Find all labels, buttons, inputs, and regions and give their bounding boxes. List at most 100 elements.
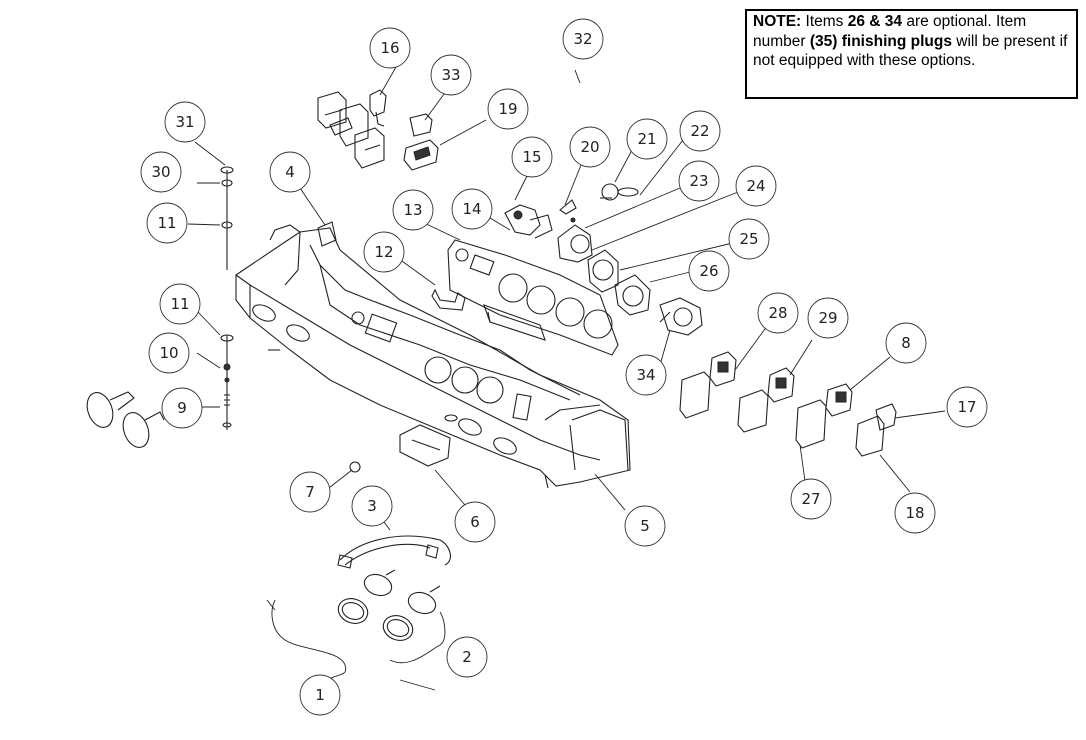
note-label: NOTE: [753,13,802,30]
callout-number: 7 [305,483,315,501]
callout-circle [140,151,182,193]
callout-circle [269,151,311,193]
callout-3: 3 [351,485,393,527]
callout-circle [625,354,667,396]
callout-7: 7 [289,471,331,513]
callout-number: 20 [580,138,599,156]
callout-circle [678,160,720,202]
lamp-assembly [337,461,451,641]
callout-number: 12 [374,243,393,261]
callout-23: 23 [678,160,720,202]
callout-circle [894,492,936,534]
callout-30: 30 [140,151,182,193]
note-box: NOTE: Items 26 & 34 are optional. Item n… [745,9,1078,99]
callout-17: 17 [946,386,988,428]
callout-number: 9 [177,399,187,417]
callout-9: 9 [161,387,203,429]
callout-8: 8 [885,322,927,364]
note-text-3: will be present if not equipped with the… [753,32,1068,70]
callout-circle [885,322,927,364]
callout-circle [562,18,604,60]
callout-number: 15 [522,148,541,166]
callout-circle [790,478,832,520]
leader-lines [187,66,946,691]
callout-circle [511,136,553,178]
note-text-2: are optional. Item number [753,13,1027,50]
callout-number: 5 [640,517,650,535]
note-text-1: Items [801,13,848,30]
callout-circle [451,188,493,230]
rocker-switches [679,351,897,457]
callout-circle [679,110,721,152]
note-items: 26 & 34 [847,13,903,30]
callout-number: 3 [367,497,377,515]
callout-circle [624,505,666,547]
callout-31: 31 [164,101,206,143]
callout-circle [161,387,203,429]
callout-number: 4 [285,163,295,181]
callout-circle [392,189,434,231]
callout-33: 33 [430,54,472,96]
callout-26: 26 [688,250,730,292]
callout-number: 1 [315,686,325,704]
callout-circle [289,471,331,513]
callout-1: 1 [299,674,341,716]
callout-circle [446,636,488,678]
callout-circle [369,27,411,69]
callout-number: 6 [470,513,480,531]
callout-number: 19 [498,100,517,118]
callout-circle [146,202,188,244]
callout-21: 21 [626,118,668,160]
callout-circle [299,674,341,716]
callout-number: 34 [636,366,655,384]
callout-10: 10 [148,332,190,374]
callout-number: 23 [689,172,708,190]
callout-circle [164,101,206,143]
ignition-switch [504,183,639,239]
horn-assembly [86,166,234,448]
callout-circle [728,218,770,260]
callout-2: 2 [446,636,488,678]
callout-number: 30 [151,163,170,181]
callout-32: 32 [562,18,604,60]
callout-circle [757,292,799,334]
callout-number: 16 [380,39,399,57]
callout-circle [430,54,472,96]
callout-number: 22 [690,122,709,140]
callout-circle [626,118,668,160]
callout-20: 20 [569,126,611,168]
callout-29: 29 [807,297,849,339]
callout-number: 11 [170,295,189,313]
callout-circle [159,283,201,325]
callout-circle [487,88,529,130]
callout-34: 34 [625,354,667,396]
callout-number: 31 [175,113,194,131]
gauge-cluster [557,224,703,336]
callout-number: 14 [462,200,481,218]
callout-circle [363,231,405,273]
callout-27: 27 [790,478,832,520]
callout-number: 28 [768,304,787,322]
callout-6: 6 [454,501,496,543]
callout-number: 17 [957,398,976,416]
callout-11: 11 [146,202,188,244]
callout-12: 12 [363,231,405,273]
callout-number: 32 [573,30,592,48]
callout-circle [454,501,496,543]
callout-13: 13 [392,189,434,231]
callout-number: 2 [462,648,472,666]
callout-number: 8 [901,334,911,352]
callout-circle [148,332,190,374]
callout-number: 27 [801,490,820,508]
callout-24: 24 [735,165,777,207]
callout-circle [569,126,611,168]
console-housing [235,224,631,489]
callout-18: 18 [894,492,936,534]
callout-14: 14 [451,188,493,230]
callout-number: 24 [746,177,765,195]
callout-4: 4 [269,151,311,193]
callout-number: 10 [159,344,178,362]
callout-number: 33 [441,66,460,84]
callout-circle [946,386,988,428]
